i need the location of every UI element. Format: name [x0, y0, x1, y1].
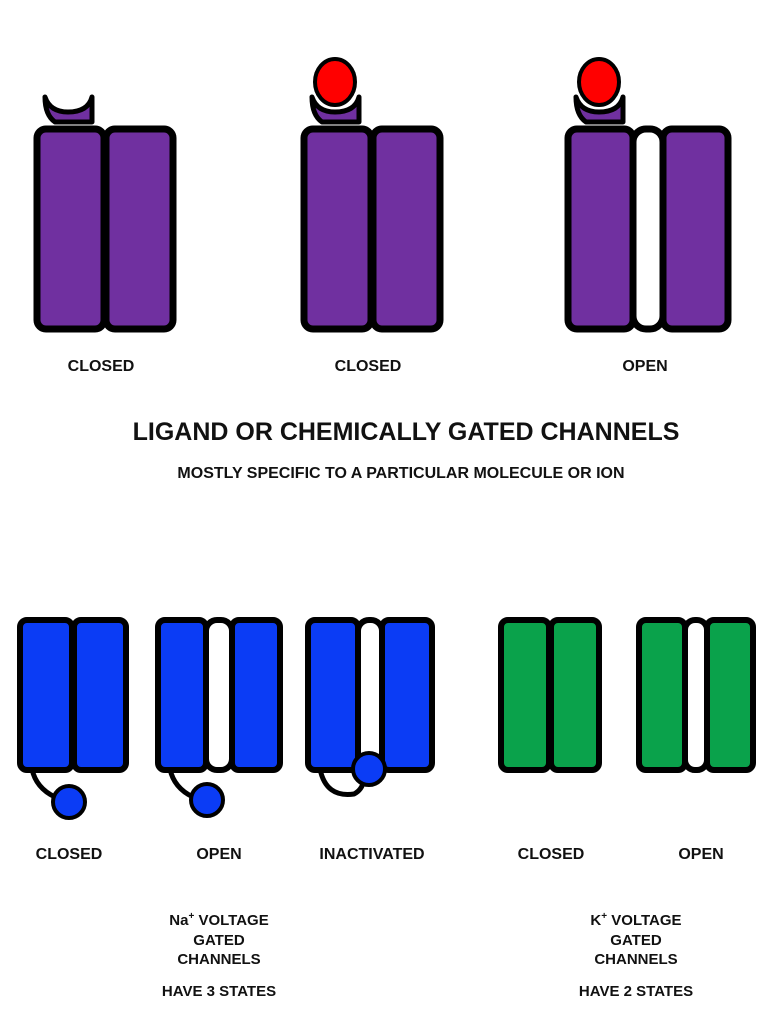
sodium-channel-open: [155, 617, 283, 818]
channel-subunit-left: [564, 125, 637, 333]
channel-subunit-left: [498, 617, 552, 773]
ligand-section-subtitle: MOSTLY SPECIFIC TO A PARTICULAR MOLECULE…: [177, 465, 624, 482]
sodium-states-note: HAVE 3 STATES: [162, 983, 276, 1000]
potassium-states-note: HAVE 2 STATES: [579, 983, 693, 1000]
potassium-group-label-line1: K+ VOLTAGE: [590, 911, 681, 929]
ligand-state-label-1: CLOSED: [68, 358, 135, 375]
ligand-state-label-2: CLOSED: [335, 358, 402, 375]
potassium-channel-open: [636, 617, 756, 773]
binding-site-cup: [573, 94, 626, 125]
ligand-section-title: LIGAND OR CHEMICALLY GATED CHANNELS: [133, 418, 680, 446]
inactivation-gate-tether: [29, 768, 57, 800]
channel-subunit-left: [305, 617, 361, 773]
inactivation-gate-ball: [189, 782, 225, 818]
channel-subunit-left: [300, 125, 375, 333]
sodium-channel-closed: [17, 617, 129, 820]
channel-pore-open: [629, 125, 667, 333]
channel-subunit-left: [155, 617, 209, 773]
potassium-state-label-1: CLOSED: [518, 846, 585, 863]
potassium-channel-closed: [498, 617, 602, 773]
channel-subunit-right: [659, 125, 732, 333]
potassium-state-label-2: OPEN: [678, 846, 723, 863]
channel-pore-open: [203, 617, 235, 773]
sodium-group-label-line1: Na+ VOLTAGE: [169, 911, 268, 929]
potassium-group-label-line3: CHANNELS: [594, 951, 677, 968]
channel-subunit-left: [17, 617, 75, 773]
sodium-group-label-line2: GATED: [193, 932, 245, 949]
sodium-state-label-3: INACTIVATED: [319, 846, 424, 863]
channel-subunit-left: [33, 125, 108, 333]
ligand-state-label-3: OPEN: [622, 358, 667, 375]
binding-site-cup: [309, 94, 362, 125]
channel-subunit-right: [229, 617, 283, 773]
ligand-molecule: [577, 57, 621, 107]
potassium-voltage-gated-section: CLOSED OPEN K+ VOLTAGE GATED CHANNELS HA…: [498, 617, 756, 1000]
ligand-channel-open-bound: [564, 57, 732, 333]
potassium-group-label-line2: GATED: [610, 932, 662, 949]
channel-subunit-right: [71, 617, 129, 773]
sodium-group-label-line3: CHANNELS: [177, 951, 260, 968]
sodium-voltage-gated-section: CLOSED OPEN INACTIVATED Na+ VOLTAGE GATE…: [17, 617, 435, 1000]
sodium-state-label-1: CLOSED: [36, 846, 103, 863]
channel-subunit-right: [704, 617, 756, 773]
channel-subunit-right: [548, 617, 602, 773]
channel-subunit-left: [636, 617, 688, 773]
inactivation-gate-ball-blocking: [351, 751, 387, 787]
binding-site-cup: [42, 94, 95, 125]
inactivation-gate-ball: [51, 784, 87, 820]
ligand-molecule: [313, 57, 357, 107]
ligand-channel-closed-bound: [300, 57, 444, 333]
sodium-state-label-2: OPEN: [196, 846, 241, 863]
sodium-channel-inactivated: [305, 617, 435, 797]
channel-subunit-right: [379, 617, 435, 773]
channel-subunit-right: [369, 125, 444, 333]
ligand-channel-closed-unbound: [33, 94, 177, 333]
channel-pore-open: [355, 617, 385, 773]
ligand-gated-section: CLOSED CLOSED OPEN LIGAND OR CHEMICALLY …: [33, 57, 732, 482]
inactivation-gate-tether: [167, 768, 195, 800]
channel-subunit-right: [102, 125, 177, 333]
channel-pore-open: [682, 617, 710, 773]
